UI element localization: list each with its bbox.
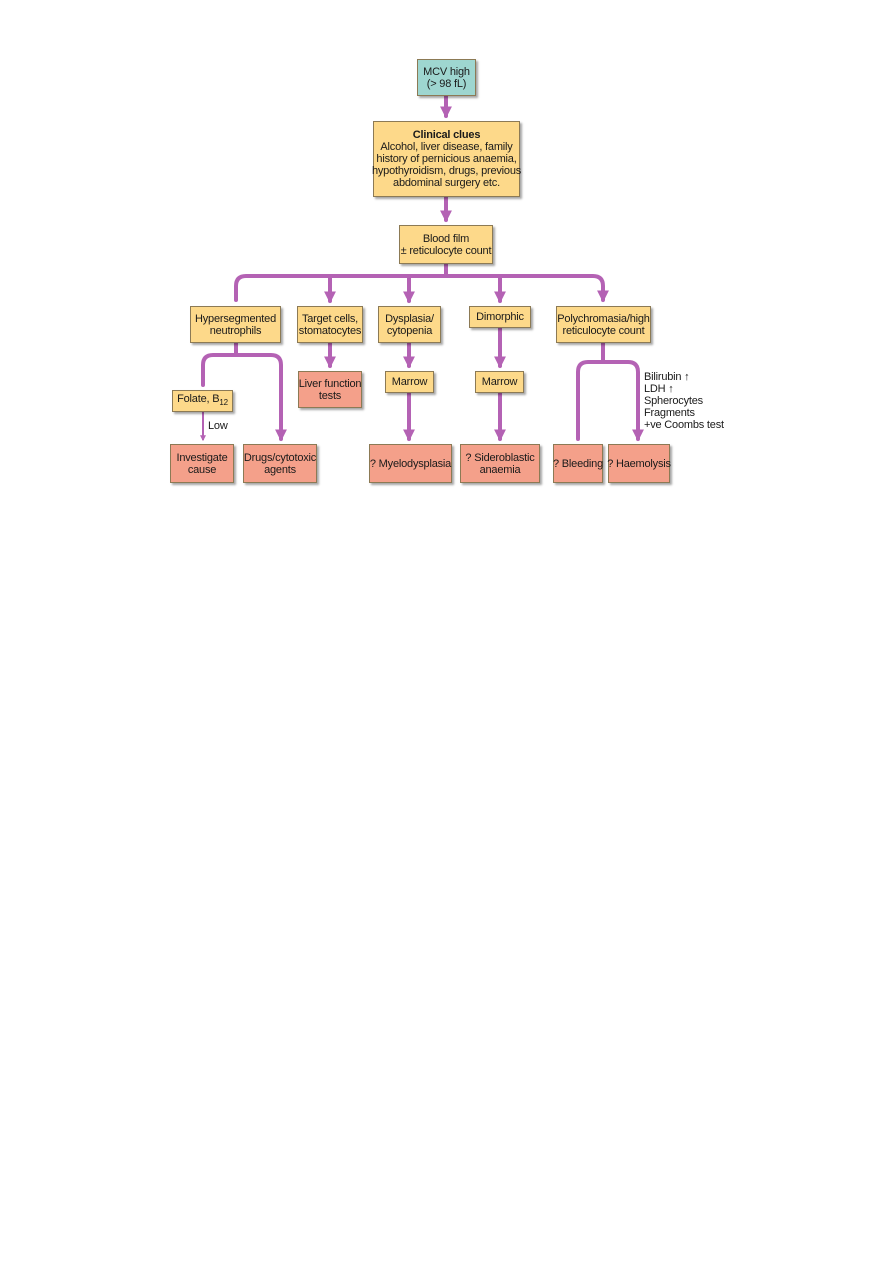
arrow-poly-split	[576, 360, 644, 442]
mcv-high-box: MCV high (> 98 fL)	[417, 59, 476, 96]
folate-subscript: 12	[219, 398, 228, 408]
investigate-line-1: Investigate	[176, 451, 228, 464]
dysplasia-line-1: Dysplasia/	[385, 312, 434, 325]
marrow-box-dysplasia: Marrow	[385, 371, 434, 393]
dysplasia-box: Dysplasia/ cytopenia	[378, 306, 441, 343]
hypersegmented-neutrophils-box: Hypersegmented neutrophils	[190, 306, 281, 343]
hypersegmented-line-1: Hypersegmented	[195, 312, 276, 325]
polychromasia-line-2: reticulocyte count	[562, 324, 645, 337]
sideroblastic-line-2: anaemia	[479, 463, 521, 476]
clinical-clues-box: Clinical clues Alcohol, liver disease, f…	[371, 121, 522, 197]
marrow-box-dimorphic: Marrow	[475, 371, 524, 393]
arrow-to-folate	[201, 353, 287, 442]
bleeding-box: ? Bleeding	[553, 444, 603, 483]
folate-b12-label: Folate, B12	[177, 393, 228, 409]
haemolysis-markers: Bilirubin ↑ LDH ↑ Spherocytes Fragments …	[644, 371, 724, 431]
hypersegmented-line-2: neutrophils	[209, 324, 262, 337]
target-cells-line-1: Target cells,	[301, 312, 359, 325]
target-cells-box: Target cells, stomatocytes	[297, 306, 363, 343]
investigate-cause-box: Investigate cause	[170, 444, 234, 483]
mcv-line-2: (> 98 fL)	[426, 77, 467, 90]
investigate-line-2: cause	[187, 463, 217, 476]
bleeding-label: ? Bleeding	[553, 457, 603, 470]
haemolysis-box: ? Haemolysis	[607, 444, 671, 483]
target-cells-line-2: stomatocytes	[298, 324, 362, 337]
clinical-clues-line-1: Alcohol, liver disease, family	[380, 141, 513, 153]
drugs-line-2: agents	[264, 463, 296, 476]
line-horizontal-branch	[234, 274, 609, 303]
low-label: Low	[208, 420, 228, 432]
marker-ldh: LDH ↑	[644, 383, 674, 395]
dimorphic-line-1: Dimorphic	[476, 311, 524, 323]
marrow-2-label: Marrow	[481, 376, 518, 388]
clinical-clues-title: Clinical clues	[412, 129, 481, 141]
marker-fragments: Fragments	[644, 407, 695, 419]
drugs-line-1: Drugs/cytotoxic	[243, 451, 317, 464]
dimorphic-box: Dimorphic	[469, 306, 531, 328]
clinical-clues-line-2: history of pernicious anaemia,	[376, 153, 517, 165]
sideroblastic-anaemia-box: ? Sideroblastic anaemia	[460, 444, 540, 483]
sideroblastic-line-1: ? Sideroblastic	[465, 451, 535, 464]
blood-film-line-1: Blood film	[422, 232, 470, 245]
marrow-1-label: Marrow	[391, 376, 428, 388]
marker-bilirubin: Bilirubin ↑	[644, 371, 690, 383]
blood-film-line-2: ± reticulocyte count	[400, 244, 492, 257]
polychromasia-box: Polychromasia/high reticulocyte count	[556, 306, 651, 343]
liver-function-line-1: Liver function	[298, 377, 362, 390]
folate-b12-box: Folate, B12	[172, 390, 233, 412]
dysplasia-line-2: cytopenia	[386, 324, 433, 337]
drugs-cytotoxic-box: Drugs/cytotoxic agents	[243, 444, 317, 483]
liver-function-tests-box: Liver function tests	[298, 371, 362, 408]
myelodysplasia-label: ? Myelodysplasia	[369, 457, 452, 470]
haemolysis-label: ? Haemolysis	[607, 457, 671, 470]
polychromasia-line-1: Polychromasia/high	[557, 312, 650, 325]
blood-film-box: Blood film ± reticulocyte count	[399, 225, 493, 264]
folate-text: Folate, B	[177, 392, 220, 405]
clinical-clues-line-4: abdominal surgery etc.	[393, 177, 500, 189]
myelodysplasia-box: ? Myelodysplasia	[369, 444, 452, 483]
marker-spherocytes: Spherocytes	[644, 395, 703, 407]
marker-coombs: +ve Coombs test	[644, 419, 724, 431]
clinical-clues-line-3: hypothyroidism, drugs, previous	[371, 165, 522, 177]
liver-function-line-2: tests	[318, 389, 342, 402]
mcv-line-1: MCV high	[423, 65, 470, 78]
